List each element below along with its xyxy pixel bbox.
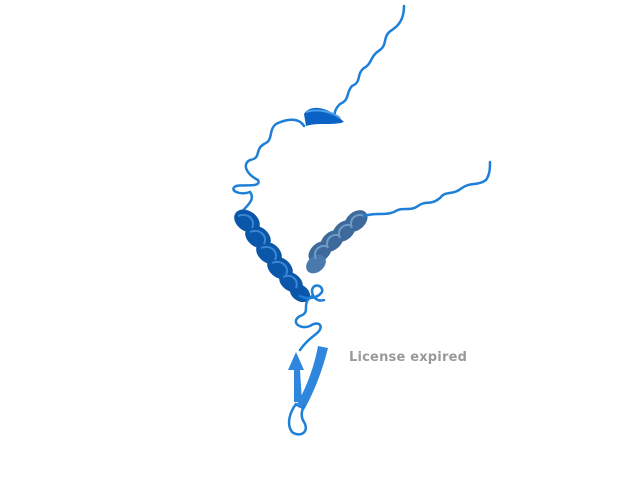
helix-small <box>304 107 344 126</box>
coil-n-terminus <box>333 4 406 124</box>
beta-strand-left <box>288 352 304 402</box>
beta-hairpin <box>287 346 328 436</box>
coil-linker-1 <box>232 118 306 214</box>
coil-c-terminus <box>362 160 492 218</box>
license-watermark: License expired <box>349 350 468 365</box>
beta-strand-right <box>296 346 328 410</box>
coil-linker-2 <box>294 294 322 352</box>
helix-left <box>234 209 311 303</box>
coil-junction <box>298 284 326 302</box>
helix-right <box>306 210 368 274</box>
